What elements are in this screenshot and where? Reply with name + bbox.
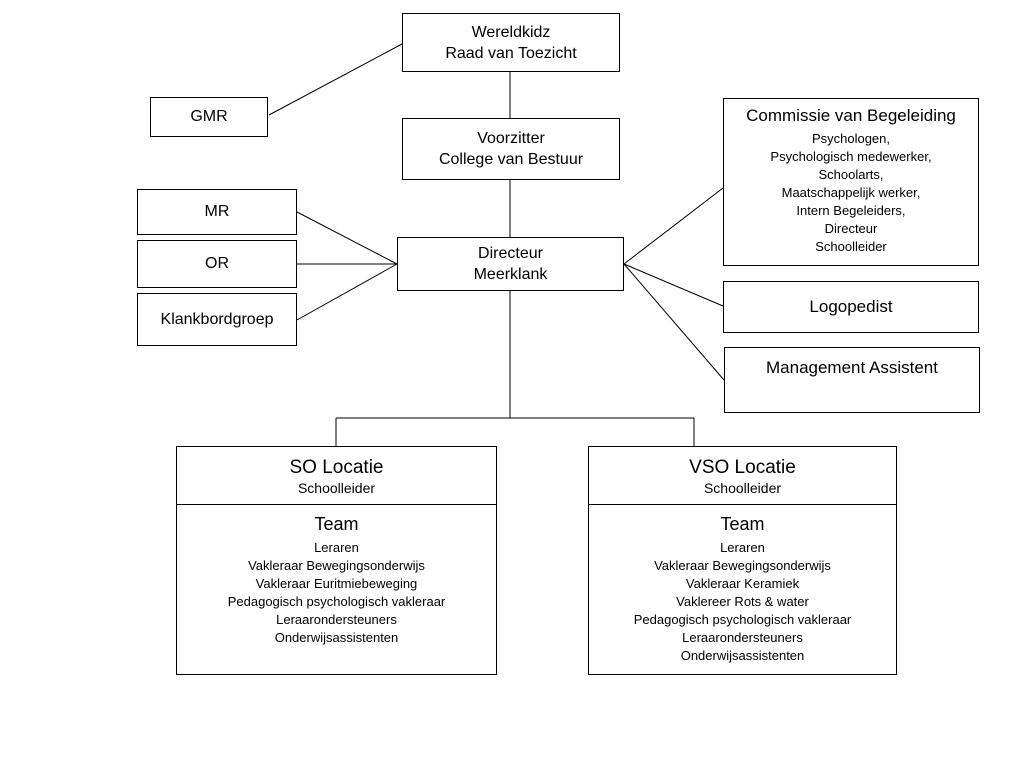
list-item: Pedagogisch psychologisch vakleraar (227, 594, 446, 609)
node-gmr: GMR (150, 97, 268, 137)
node-label: OR (205, 255, 229, 272)
list-item: Vaklereer Rots & water (676, 594, 809, 609)
list-item: Leraarondersteuners (276, 612, 397, 627)
list-item: Intern Begeleiders, (796, 203, 906, 218)
node-label: College van Bestuur (438, 151, 584, 168)
node-label: Voorzitter (477, 130, 545, 147)
node-label: Wereldkidz (471, 23, 551, 41)
node-label: Meerklank (473, 266, 548, 283)
list-item: Psychologisch medewerker, (770, 149, 932, 164)
list-item: Leraarondersteuners (682, 630, 803, 645)
node-voorzitter-college-van-bestuur: Voorzitter College van Bestuur (402, 118, 620, 180)
list-item: Onderwijsassistenten (274, 630, 399, 645)
list-item: Vakleraar Keramiek (685, 576, 800, 591)
list-item: Onderwijsassistenten (680, 648, 805, 663)
list-item: Leraren (720, 540, 765, 555)
connector-line (623, 263, 725, 381)
node-label: Management Assistent (766, 358, 938, 377)
list-item: Psychologen, (811, 131, 891, 146)
node-subtitle: Schoolleider (297, 479, 376, 496)
node-label: Directeur (478, 245, 543, 262)
node-logopedist: Logopedist (723, 281, 979, 333)
connector-line (296, 211, 398, 265)
list-item: Maatschappelijk werker, (781, 185, 921, 200)
node-label: Logopedist (809, 297, 893, 316)
team-title: Team (314, 514, 359, 534)
connector-line (623, 263, 724, 307)
node-management-assistent: Management Assistent (724, 347, 980, 413)
node-title: VSO Locatie (689, 456, 796, 478)
node-title: Commissie van Begeleiding (746, 106, 956, 125)
locatie-header: VSO Locatie Schoolleider (589, 447, 896, 505)
connector-line (296, 263, 398, 321)
list-item: Vakleraar Bewegingsonderwijs (248, 558, 425, 573)
node-subtitle: Schoolleider (703, 479, 782, 496)
node-label: Raad van Toezicht (445, 44, 577, 62)
node-commissie-van-begeleiding: Commissie van Begeleiding Psychologen,Ps… (723, 98, 979, 266)
list-item: Schoolarts, (818, 167, 884, 182)
node-title: SO Locatie (289, 456, 384, 478)
node-or: OR (137, 240, 297, 288)
locatie-header: SO Locatie Schoolleider (177, 447, 496, 505)
list-item: Vakleraar Euritmiebeweging (255, 576, 418, 591)
node-directeur-meerklank: Directeur Meerklank (397, 237, 624, 291)
node-mr: MR (137, 189, 297, 235)
node-label: Klankbordgroep (160, 310, 274, 328)
connector-line (623, 187, 724, 265)
node-raad-van-toezicht: Wereldkidz Raad van Toezicht (402, 13, 620, 72)
list-item: Schoolleider (815, 239, 887, 254)
connector-line (268, 43, 403, 116)
node-klankbordgroep: Klankbordgroep (137, 293, 297, 346)
list-item: Vakleraar Bewegingsonderwijs (654, 558, 831, 573)
node-label: GMR (190, 108, 228, 125)
list-item: Directeur (824, 221, 878, 236)
node-label: MR (204, 203, 230, 220)
member-list: Psychologen, Psychologisch medewerker, Sch… (770, 130, 931, 256)
list-item: Pedagogisch psychologisch vakleraar (633, 612, 852, 627)
team-title: Team (720, 514, 765, 534)
list-item: Leraren (314, 540, 359, 555)
